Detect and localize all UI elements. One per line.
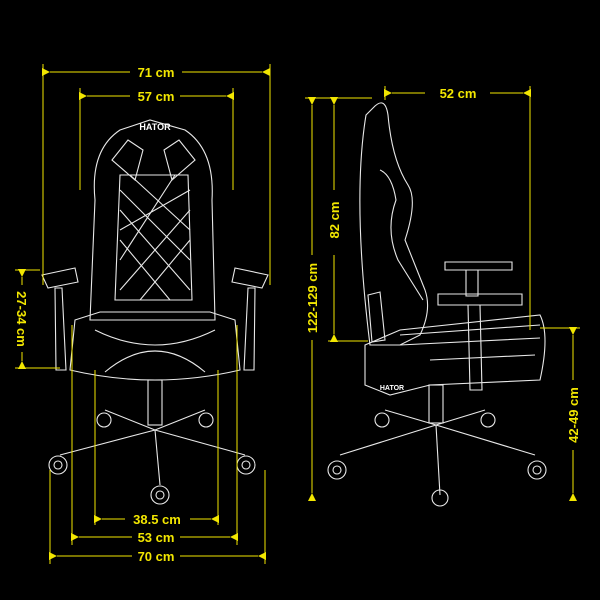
- dimension-base-width: 70 cm: [49, 470, 266, 564]
- label-71cm: 71 cm: [138, 65, 175, 80]
- dimension-seat-height: 42-49 cm: [540, 327, 581, 501]
- label-70cm: 70 cm: [138, 549, 175, 564]
- label-42-49cm: 42-49 cm: [566, 387, 581, 443]
- label-122-129cm: 122-129 cm: [305, 263, 320, 333]
- label-27-34cm: 27-34 cm: [14, 291, 29, 347]
- label-53cm: 53 cm: [138, 530, 175, 545]
- dimension-total-height: 122-129 cm: [305, 97, 372, 501]
- dimension-backrest-width: 57 cm: [79, 88, 234, 190]
- front-view-chair: [41, 119, 269, 505]
- dimension-armrest-height: 27-34 cm: [14, 269, 60, 369]
- side-view-chair: [327, 102, 547, 507]
- dimension-depth: 52 cm: [384, 86, 531, 330]
- label-57cm: 57 cm: [138, 89, 175, 104]
- dimension-backrest-height: 82 cm: [327, 97, 368, 342]
- dimension-seat-width: 38.5 cm: [94, 370, 219, 527]
- dimension-53cm: 53 cm: [71, 325, 238, 545]
- label-38-5cm: 38.5 cm: [133, 512, 181, 527]
- side-brand-logo: HATOR: [380, 385, 404, 392]
- label-82cm: 82 cm: [327, 202, 342, 239]
- front-brand-logo: HATOR: [139, 122, 171, 132]
- dimension-overall-width: 71 cm: [42, 64, 271, 285]
- label-52cm: 52 cm: [440, 86, 477, 101]
